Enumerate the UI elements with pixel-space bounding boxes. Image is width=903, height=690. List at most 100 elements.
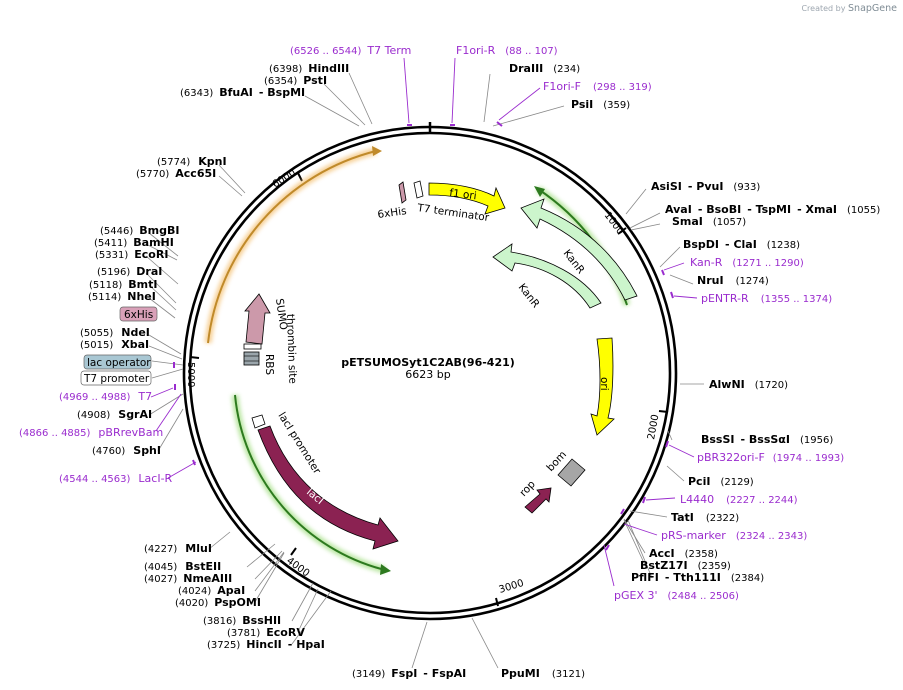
boxed-labels: 6xHis lac operator T7 promoter [80,306,158,386]
plasmid-size: 6623 bp [405,368,450,381]
primer-label-kan-r: Kan-R(1271 .. 1290) [690,256,804,269]
enzyme-label-sgrai: (4908)SgrAI [77,408,152,421]
primer-label-t7-term: (6526 .. 6544)T7 Term [290,44,411,57]
enzyme-label-pcii: PciI(2129) [688,475,754,488]
enzyme-label-avai: AvaI- BsoBI- TspMI- XmaI(1055) [665,203,880,216]
enzyme-label-nhei: (5114)NheI [88,290,156,303]
plasmid-name: pETSUMOSyt1C2AB(96-421) [341,356,515,369]
primer-label-pbrrevbam: (4866 .. 4885)pBRrevBam [19,426,163,439]
tick-mark-1000 [617,227,627,235]
enzyme-label-bsshii: (3816)BssHII [203,614,281,627]
feature-label-ori: ori [598,377,610,391]
feature-label-f1-ori: f1 ori [449,187,478,202]
enzyme-label-acc65i: (5770)Acc65I [136,167,216,180]
enzyme-label-bsteii: (4045)BstEII [144,560,221,573]
enzyme-label-sphi: (4760)SphI [92,444,161,457]
feature-ori [590,337,615,436]
orf-arc-top-left [207,150,377,344]
enzyme-label-pflfi: PflFI- Tth111I(2384) [631,571,764,584]
tick-mark-5000 [189,356,200,359]
primer-label-laci-r: (4544 .. 4563)LacI-R [59,472,173,485]
primer-leaders [150,57,698,587]
tick-mark-2000 [658,410,669,413]
enzyme-label-mlui: (4227)MluI [144,542,212,555]
feature-label-sumo: SUMO [273,298,289,331]
primer-label-f1ori-f: F1ori-F(298 .. 319) [543,80,652,93]
enzyme-label-nmeaiii: (4027)NmeAIII [144,572,232,585]
enzyme-label-bstz17i: BstZ17I(2359) [640,559,731,572]
enzyme-label-drai: (5196)DraI [97,265,162,278]
feature-laci-promoter [251,414,266,429]
enzyme-label-draiii: DraIII(234) [509,62,580,75]
feature-kanr-inner [492,243,602,309]
enzyme-label-bsssi: BssSI- BssSαI(1956) [701,433,833,446]
enzyme-label-pspomi: (4020)PspOMI [175,596,261,609]
feature-label-rop: rop [517,478,538,499]
leader-lines [145,72,704,669]
feature-label-rbs: RBS [263,354,275,375]
enzyme-label-alwni: AlwNI(1720) [709,378,788,391]
feature-sumo [244,293,271,345]
primer-label-t7: (4969 .. 4988)T7 [59,390,152,403]
boxed-t7-promoter-text: T7 promoter [83,373,150,385]
feature-label-thrombin-site: thrombin site [284,314,298,384]
boxed-6xhis-bg [119,306,158,322]
enzyme-label-psii: PsiI(359) [571,98,630,111]
feature-label-6xhis: 6xHis [377,205,408,221]
boxed-lac-operator-bg [83,354,152,370]
tick-label-1000: 1000 [602,210,626,237]
tick-mark-3000 [495,597,499,607]
primer-label-l4440: L4440(2227 .. 2244) [680,493,798,506]
enzyme-label-asisi: AsiSI- PvuI(933) [651,180,760,193]
brand-prefix: Created by [801,4,846,13]
boxed-lac-operator-text: lac operator [87,357,151,369]
tick-label-5000: 5000 [185,362,196,387]
tick-label-2000: 2000 [646,414,661,441]
primer-label-pentr-r: pENTR-R(1355 .. 1374) [701,292,832,305]
enzyme-label-fspi: (3149)FspI- FspAI [352,667,466,680]
orf-arc-bottom-left-head [380,564,391,575]
primer-label-pbr322ori-f: pBR322ori-F(1974 .. 1993) [697,451,844,464]
brand-name: SnapGene [848,3,897,14]
orf-arc-top-left-head [372,146,382,156]
enzyme-label-hincii: (3725)HincII- HpaI [207,638,325,651]
enzyme-label-acci: AccI(2358) [649,547,718,560]
primer-label-f1ori-r: F1ori-R(88 .. 107) [456,44,558,57]
orf-arc-bottom-left [234,394,386,571]
boxed-6xhis-text: 6xHis [124,309,153,321]
enzyme-label-nrui: NruI(1274) [697,274,769,287]
enzyme-label-bmgbi: (5446)BmgBI [100,224,179,237]
primer-labels: (6526 .. 6544)T7 Term F1ori-R(88 .. 107)… [19,44,844,602]
enzyme-label-bamhi: (5411)BamHI [94,236,174,249]
enzyme-label-smai: SmaI(1057) [672,215,746,228]
enzyme-label-hindiii: (6398)HindIII [269,62,349,75]
feature-bom [557,458,586,487]
primer-markers [173,121,674,551]
enzyme-label-bfuai: (6343)BfuAI- BspMI [180,86,305,99]
enzyme-label-apai: (4024)ApaI [178,584,245,597]
feature-rop [524,487,552,514]
feature-rbs [243,351,260,366]
feature-6xhis [398,181,407,204]
enzyme-label-bmti: (5118)BmtI [89,278,157,291]
enzyme-label-ecorv: (3781)EcoRV [227,626,305,639]
enzyme-label-psti: (6354)PstI [264,74,327,87]
feature-f1-ori [428,182,506,215]
tick-mark-6000 [297,172,303,182]
primer-label-prs-marker: pRS-marker(2324 .. 2343) [661,529,807,542]
feature-kanr-outer [520,198,638,301]
feature-laci [257,425,399,550]
orf-arc-right-head [534,186,545,197]
enzyme-label-bspdi: BspDI- ClaI(1238) [683,238,800,251]
enzyme-labels: (6398)HindIII (6354)PstI (6343)BfuAI- Bs… [77,62,880,680]
snapgene-brand: Created by SnapGene [801,3,897,14]
enzyme-label-tati: TatI(2322) [671,511,739,524]
feature-t7-terminator [413,180,424,199]
feature-label-t7-terminator: T7 terminator [416,202,491,224]
enzyme-label-ndei: (5055)NdeI [80,326,150,339]
boxed-t7-promoter-bg [80,370,152,386]
feature-thrombin-site [243,343,262,350]
enzyme-label-ecori: (5331)EcoRI [95,248,168,261]
enzyme-label-xbai: (5015)XbaI [80,338,149,351]
